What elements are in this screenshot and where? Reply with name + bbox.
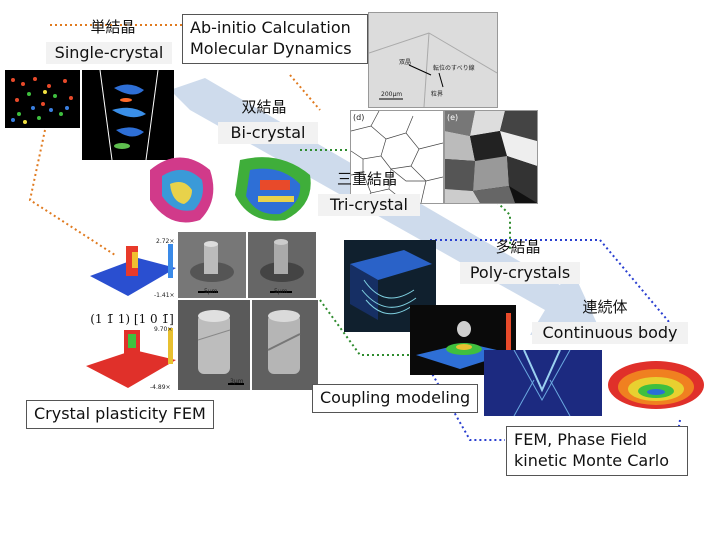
cpfem-pillar-simulation-bottom: 9.70× -4.89× bbox=[84, 326, 178, 392]
connector-grains-to-poly bbox=[489, 194, 511, 250]
fem-line2: kinetic Monte Carlo bbox=[514, 450, 670, 470]
abinitio-line1: Ab-initio Calculation bbox=[190, 18, 351, 37]
sem-scale-2: 5μm bbox=[274, 288, 288, 295]
tri-crystal-en-label: Tri-crystal bbox=[318, 194, 420, 216]
colorbar-min-bottom: -4.89× bbox=[150, 384, 171, 391]
continuum-jp-label: 連続体 bbox=[582, 298, 628, 316]
sem-scale-3: 3μm bbox=[230, 378, 244, 385]
single-crystal-jp-label: 単結晶 bbox=[90, 18, 136, 36]
sem-pillar-image-1: 5μm bbox=[178, 232, 246, 298]
colorbar-max-bottom: 9.70× bbox=[154, 326, 173, 333]
sem-scale-1: 5μm bbox=[204, 288, 218, 295]
panel-e-label: (e) bbox=[447, 113, 459, 122]
colorbar-max-top: 2.72× bbox=[156, 238, 175, 245]
single-crystal-en-label: Single-crystal bbox=[46, 42, 172, 64]
sem-pillar-image-2: 5μm bbox=[248, 232, 316, 298]
connector-sim-to-continuum bbox=[430, 239, 681, 336]
tri-crystal-jp-label: 三重結晶 bbox=[336, 170, 397, 188]
dislocation-field-image bbox=[484, 350, 602, 416]
bi-crystal-en-label: Bi-crystal bbox=[218, 122, 318, 144]
micro-label-grain-boundary: 粒界 bbox=[431, 91, 444, 98]
continuum-en-label: Continuous body bbox=[532, 322, 688, 344]
bi-crystal-simulation-image bbox=[140, 150, 320, 228]
micro-scale-label: 200μm bbox=[381, 91, 403, 98]
orientation-label: (1 1̄ 1) [1 0 1̄] bbox=[90, 312, 174, 326]
sem-pillar-image-3: 3μm bbox=[178, 300, 250, 390]
fem-line1: FEM, Phase Field bbox=[514, 430, 648, 449]
md-dislocation-image bbox=[82, 70, 174, 160]
connector-single-to-cpfem bbox=[28, 129, 116, 256]
continuum-fem-bowl-image bbox=[604, 355, 708, 425]
fem-method-box: FEM, Phase Field kinetic Monte Carlo bbox=[506, 426, 688, 476]
cpfem-method-box: Crystal plasticity FEM bbox=[26, 400, 214, 429]
abinitio-line2: Molecular Dynamics bbox=[190, 38, 352, 58]
micro-label-slip: 転位のすべり線 bbox=[433, 65, 475, 72]
poly-crystal-en-label: Poly-crystals bbox=[460, 262, 580, 284]
bi-crystal-jp-label: 双結晶 bbox=[241, 98, 287, 116]
grain-boundary-map-d: (d) bbox=[350, 110, 444, 204]
poly-crystal-jp-label: 多結晶 bbox=[495, 238, 541, 256]
md-atom-lattice-image bbox=[5, 70, 80, 128]
microscope-photo: 双晶 転位のすべり線 粒界 200μm bbox=[368, 12, 498, 108]
cpfem-pillar-simulation-top: 2.72× -1.41× bbox=[88, 238, 178, 300]
micro-label-twin: 双晶 bbox=[399, 59, 412, 66]
colorbar-min-top: -1.41× bbox=[154, 292, 175, 299]
panel-d-label: (d) bbox=[353, 113, 365, 122]
grain-orientation-map-e: (e) bbox=[444, 110, 538, 204]
sem-pillar-image-4 bbox=[252, 300, 318, 390]
abinitio-method-box: Ab-initio Calculation Molecular Dynamics bbox=[182, 14, 368, 64]
coupling-method-box: Coupling modeling bbox=[312, 384, 479, 413]
